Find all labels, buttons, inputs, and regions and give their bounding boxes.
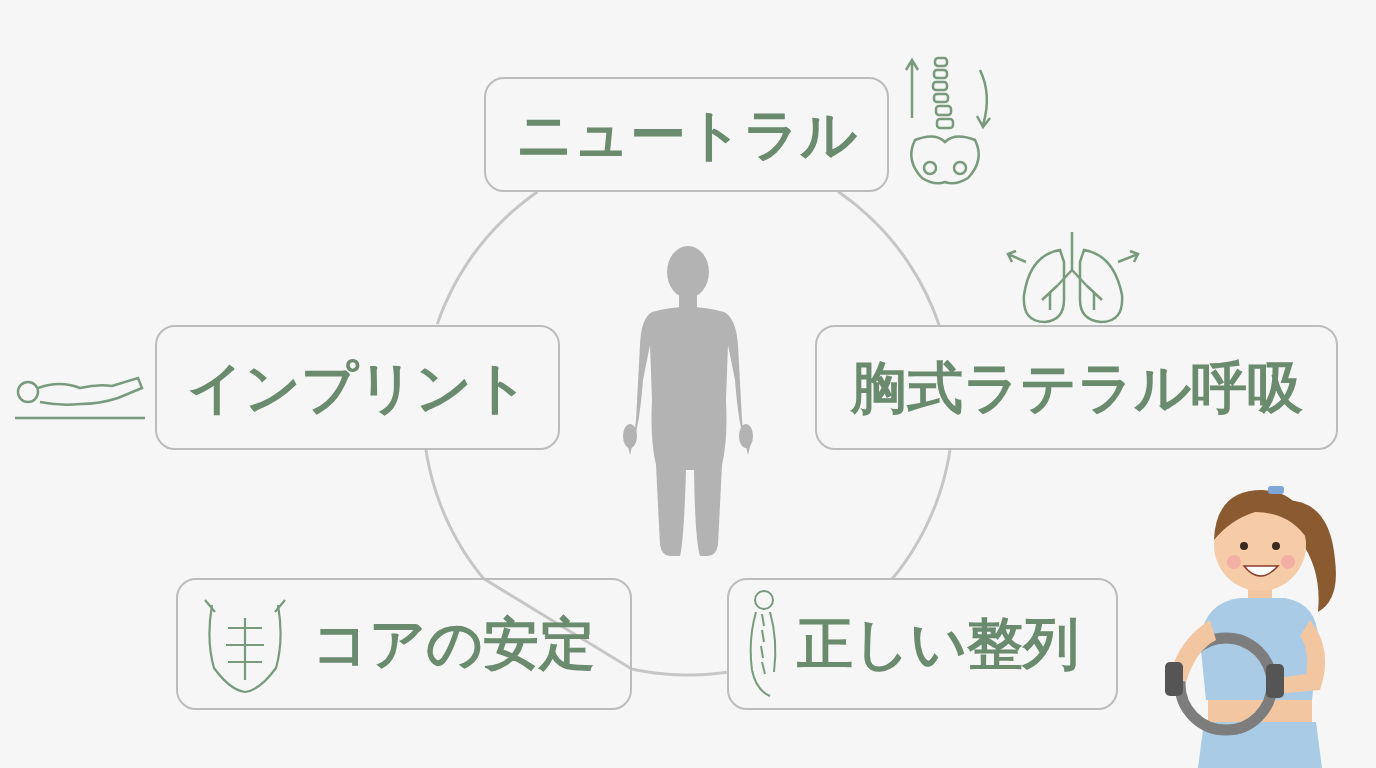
- concept-box: 胸式ラテラル呼吸: [815, 325, 1338, 450]
- node-label: インプリント: [187, 357, 529, 419]
- lying-figure-icon: [15, 378, 145, 418]
- ring-connector: [437, 192, 537, 324]
- ring-connector: [892, 450, 950, 579]
- body-silhouette: [623, 246, 753, 556]
- concept-box: ニュートラル: [484, 77, 889, 192]
- node-label: コアの安定: [312, 613, 595, 675]
- spine-icon: [906, 58, 990, 183]
- node-label: 胸式ラテラル呼吸: [851, 357, 1303, 419]
- concept-box: コアの安定: [176, 578, 632, 710]
- ring-connector: [426, 449, 484, 579]
- posture-icon: [751, 591, 776, 696]
- abs-icon: [205, 600, 285, 692]
- lungs-icon: [1008, 232, 1138, 322]
- node-label: ニュートラル: [516, 104, 857, 166]
- woman-illustration: [1165, 486, 1336, 768]
- node-label: 正しい整列: [797, 613, 1079, 675]
- ring-connector: [838, 192, 939, 326]
- concept-box: 正しい整列: [727, 578, 1118, 710]
- concept-box: インプリント: [155, 325, 560, 450]
